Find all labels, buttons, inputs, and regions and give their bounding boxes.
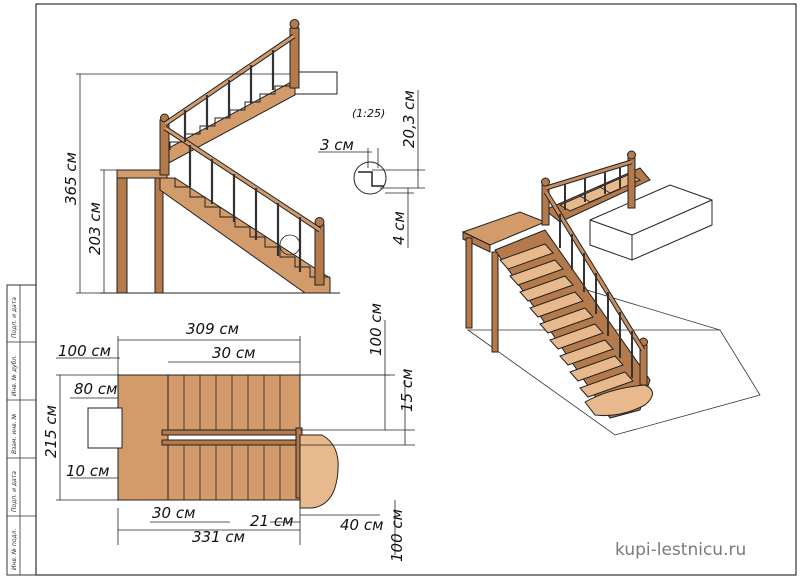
dim-upper-flight-width: 100 см [367, 303, 385, 356]
dim-total-height: 365 см [62, 152, 80, 205]
plan-lower-treads [167, 444, 301, 501]
dim-lower-flight-width: 100 см [388, 509, 406, 562]
iso-start-step [584, 384, 653, 416]
upper-floor-slab [294, 71, 338, 95]
dim-total-width: 215 см [42, 405, 60, 458]
stamp-label-2: Инв. № дубл. [11, 355, 18, 396]
isometric-view [461, 150, 761, 436]
dim-handrail-gap: 15 см [398, 369, 416, 412]
title-stamp: Подп. и дата Инв. № дубл. Взам. инв. № П… [6, 284, 37, 576]
dim-start-step: 40 см [340, 516, 383, 534]
iso-landing-post [465, 237, 473, 329]
plan-landing [117, 374, 169, 501]
dim-riser: 20,3 см [400, 90, 418, 148]
drawing-scale: (1:25) [352, 107, 385, 120]
iso-lower-treads [499, 243, 653, 416]
lower-stringer [159, 177, 331, 294]
plan-start-step [299, 434, 339, 509]
site-watermark: kupi-lestnicu.ru [615, 540, 746, 560]
iso-upper-slab [589, 184, 713, 261]
plan-upper-handrail [161, 429, 301, 436]
dim-landing-width: 100 см [58, 342, 111, 360]
dim-gap: 10 см [66, 462, 109, 480]
dim-nosing: 3 см [320, 136, 354, 154]
stamp-label-3: Взам. инв. № [11, 413, 18, 454]
dim-overall-length: 309 см [186, 320, 239, 338]
dim-landing-height: 203 см [86, 202, 104, 255]
plan-post-outline [87, 407, 123, 449]
plan-lower-handrail [161, 439, 301, 446]
iso-lower-handrail [544, 191, 645, 351]
dim-bottom-length: 331 см [192, 528, 245, 546]
dim-post-offset: 80 см [74, 380, 117, 398]
dim-tread-width-bottom: 30 см [152, 504, 195, 522]
side-view: 365 см 203 см (1:25) 3 см 20,3 см 4 см [62, 19, 425, 294]
stamp-label-5: Инв. № подл. [11, 529, 18, 570]
iso-top-newel [627, 157, 636, 209]
bottom-newel-post [314, 224, 325, 286]
landing-post [116, 171, 128, 294]
dim-tread-thickness: 4 см [390, 211, 408, 245]
plan-upper-treads [167, 374, 301, 431]
detail-circle [353, 161, 387, 195]
plan-view: 309 см 100 см 30 см 215 см 80 см 10 см 1… [42, 303, 416, 562]
dim-tread-width-top: 30 см [212, 344, 255, 362]
stamp-label-1: Подп. и дата [11, 297, 18, 338]
stamp-label-4: Подп. и дата [11, 471, 18, 512]
dim-bottom-step: 21 см [250, 512, 293, 530]
iso-upper-handrail [545, 160, 632, 190]
lower-handrail [164, 126, 321, 232]
